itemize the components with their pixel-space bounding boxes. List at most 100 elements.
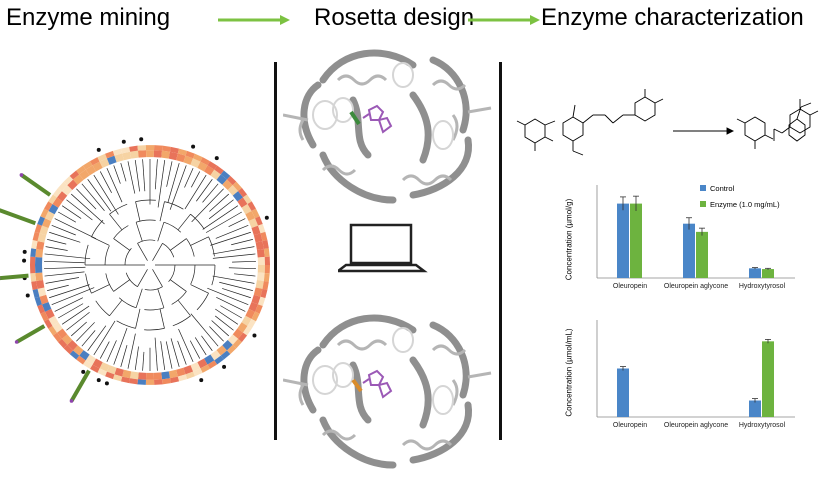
ring-segment <box>48 204 59 215</box>
ring-segment <box>262 281 269 290</box>
divider-right <box>499 62 502 440</box>
ring-segment <box>52 322 63 333</box>
ring-segment <box>255 216 263 226</box>
tree-branch <box>44 260 85 264</box>
ring-segment <box>106 365 117 375</box>
ring-segment <box>232 338 242 349</box>
tree-arc <box>190 264 196 285</box>
tree-branch <box>211 320 230 337</box>
ring-segment <box>112 148 123 156</box>
ring-segment <box>253 233 263 243</box>
ring-segment <box>216 345 227 356</box>
step-enzyme-mining: Enzyme mining <box>6 4 171 31</box>
ring-segment <box>41 218 52 229</box>
ring-segment <box>35 256 43 265</box>
ring-segment <box>154 379 163 385</box>
tree-branch <box>190 284 209 294</box>
ring-segment <box>176 153 186 163</box>
tree-branch <box>99 171 112 193</box>
ring-segment <box>73 345 84 356</box>
ring-segment <box>106 155 117 165</box>
tree-branch <box>190 236 209 246</box>
tree-branch <box>120 163 127 182</box>
laptop-icon <box>338 223 428 273</box>
ring-segment <box>36 241 45 250</box>
ring-segment <box>35 248 44 258</box>
marker-dot <box>121 139 126 144</box>
ring-segment <box>257 265 265 274</box>
y-axis-label-top: Concentration (µmol/g) <box>564 198 574 281</box>
tree-branch <box>209 193 230 212</box>
tree-branch <box>142 351 145 371</box>
ring-segment <box>183 155 194 165</box>
ring-segment <box>245 308 256 319</box>
ring-segment <box>214 165 224 175</box>
tree-branch <box>91 236 110 246</box>
tree-branch <box>61 305 90 325</box>
ring-segment <box>260 231 268 242</box>
activity-bar <box>15 324 46 344</box>
ring-segment <box>168 369 178 379</box>
ring-segment <box>37 216 45 226</box>
ring-segment <box>30 248 37 257</box>
ring-segment <box>232 328 244 339</box>
ring-segment <box>226 175 237 186</box>
ring-segment <box>99 158 110 168</box>
tree-branch <box>54 218 97 240</box>
tree-arc <box>171 291 187 305</box>
ring-segment <box>241 204 252 215</box>
marker-dot <box>222 364 227 369</box>
tree-arc <box>162 243 175 258</box>
ring-segment <box>31 240 38 249</box>
tree-branch <box>76 188 97 210</box>
tree-branch <box>159 201 165 222</box>
tree-branch <box>159 308 165 329</box>
marker-dot <box>22 249 27 254</box>
ring-segment <box>63 175 74 186</box>
marker-dot <box>139 137 144 142</box>
tree-branch <box>232 260 256 263</box>
tree-branch <box>170 279 187 292</box>
tree-arc <box>135 219 156 223</box>
tree-branch <box>93 320 116 356</box>
tick-label: Hydroxytyrosol <box>739 283 786 290</box>
tree-branch <box>215 308 239 325</box>
ring-segment <box>197 358 208 369</box>
tree-arc <box>118 297 137 309</box>
tree-arc <box>190 213 205 230</box>
bar <box>630 203 642 278</box>
ring-segment <box>245 211 256 222</box>
ring-segment <box>40 311 49 322</box>
ring-segment <box>122 369 132 379</box>
ring-segment <box>185 371 195 380</box>
tree-branch <box>234 273 256 277</box>
ring-segment <box>168 151 178 161</box>
ring-segment <box>177 374 188 382</box>
ring-segment <box>61 334 73 345</box>
tree-branch <box>212 246 255 255</box>
ring-segment <box>90 157 100 166</box>
tree-branch <box>134 159 141 192</box>
ring-segment <box>58 181 68 192</box>
ring-segment <box>248 218 259 229</box>
marker-dot <box>199 378 204 383</box>
tree-arc <box>125 272 138 287</box>
ring-segment <box>232 181 242 192</box>
tree-branch <box>137 243 148 261</box>
tree-branch <box>210 231 251 246</box>
ring-segment <box>214 355 224 365</box>
ring-segment <box>92 358 103 369</box>
marker-dot <box>96 378 101 383</box>
tree-branch <box>113 328 128 365</box>
ring-segment <box>162 378 171 385</box>
ring-segment <box>169 146 180 154</box>
tree-branch <box>152 243 163 261</box>
ring-segment <box>251 311 260 322</box>
ring-segment <box>30 265 36 274</box>
tree-branch <box>196 179 213 202</box>
ring-segment <box>255 241 264 250</box>
ring-segment <box>176 367 186 377</box>
ring-segment <box>30 273 37 282</box>
ring-segment <box>227 334 239 345</box>
ring-segment <box>210 169 221 180</box>
